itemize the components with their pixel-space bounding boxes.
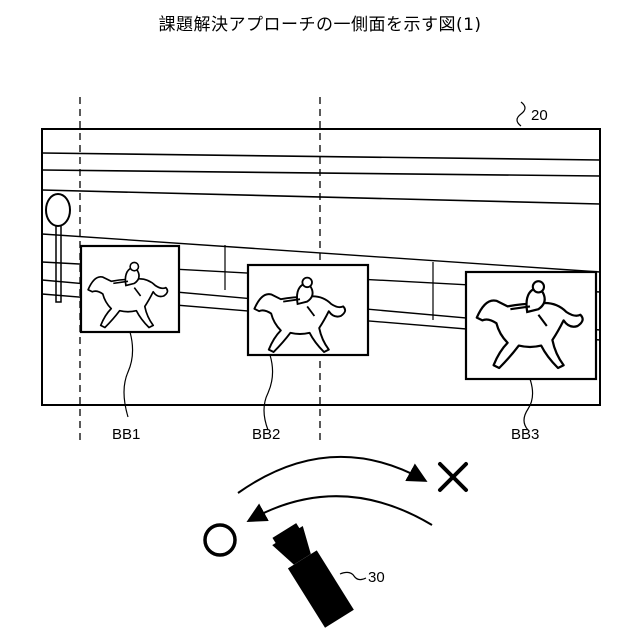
ref-30-leader: [340, 572, 366, 579]
bb3-label: BB3: [511, 426, 539, 443]
bb2-label: BB2: [252, 426, 280, 443]
ref-30-label: 30: [368, 569, 385, 586]
camera-icon: [269, 521, 355, 628]
cross-mark-icon: [440, 464, 466, 490]
bb2-leader: [264, 355, 273, 430]
ref-20-label: 20: [531, 107, 548, 124]
arc-arrow-left: [250, 496, 432, 525]
ref-20-leader: [517, 102, 525, 126]
bb1-label: BB1: [112, 426, 140, 443]
marker-pole: [46, 194, 70, 302]
arc-arrow-right: [238, 457, 424, 493]
circle-mark-icon: [205, 525, 235, 555]
top-rails: [42, 153, 600, 204]
